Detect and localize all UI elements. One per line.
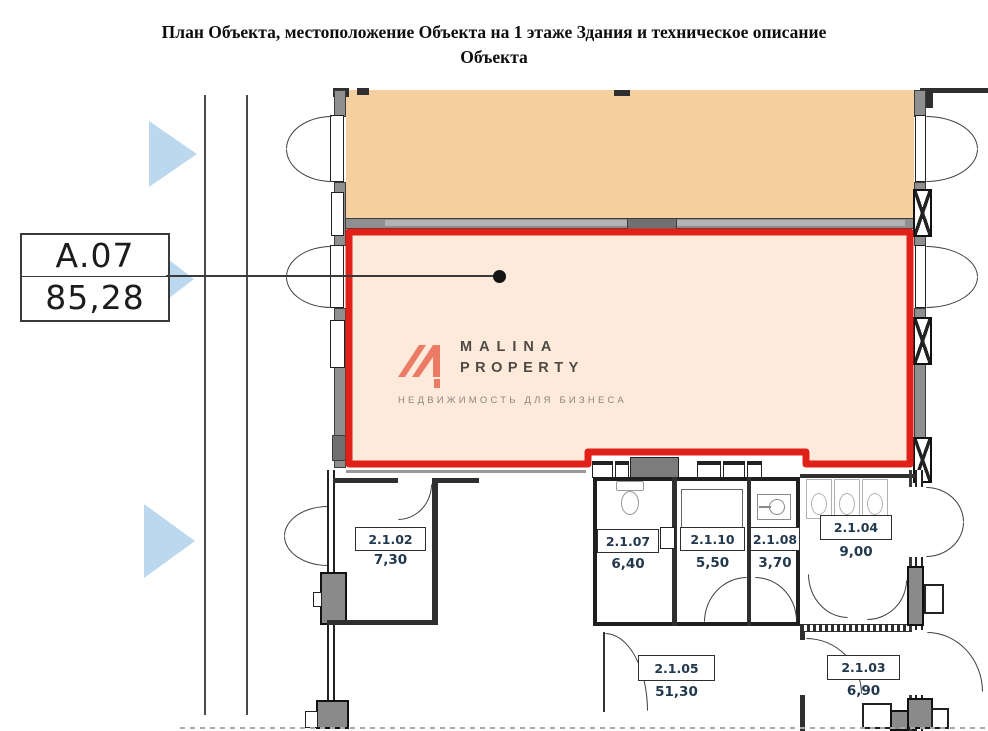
room-label: 2.1.07 — [597, 529, 659, 553]
boundary-line-right — [246, 95, 248, 715]
washbasin-icon — [811, 493, 827, 515]
unit-callout: А.07 85,28 — [20, 233, 170, 322]
drawing-cut-line — [180, 727, 988, 729]
wall — [327, 620, 438, 625]
wall — [747, 477, 751, 626]
column-pier — [320, 572, 347, 625]
column-pier — [913, 317, 932, 365]
callout-divider — [22, 276, 168, 277]
room-area: 5,50 — [695, 555, 730, 571]
wall — [924, 584, 944, 614]
room-id: 2.1.05 — [654, 660, 699, 676]
door-symbol — [660, 527, 675, 549]
wall — [909, 470, 912, 487]
washbasin-icon — [867, 493, 883, 515]
room-label: 2.1.05 — [638, 655, 715, 681]
wall — [800, 695, 805, 731]
unit-code: А.07 — [55, 236, 135, 275]
room-id: 2.1.04 — [833, 520, 879, 535]
door-opening — [915, 245, 926, 308]
sink-icon — [759, 506, 771, 508]
room-label: 2.1.08 — [750, 527, 800, 551]
room-area: 3,70 — [758, 555, 792, 571]
room-id: 2.1.03 — [841, 660, 886, 675]
brand-tagline: НЕДВИЖИМОСТЬ ДЛЯ БИЗНЕСА — [398, 395, 627, 406]
logo-mark-icon — [398, 345, 440, 388]
window — [330, 320, 345, 368]
column-pier — [913, 189, 932, 237]
room-area: 9,00 — [839, 544, 873, 560]
wall — [432, 478, 438, 625]
room-area: 6,40 — [611, 556, 645, 572]
wall — [800, 632, 805, 640]
washbasin-icon — [839, 493, 855, 515]
door-opening — [915, 115, 926, 182]
wall — [800, 474, 915, 478]
wall — [346, 470, 586, 473]
unit-location-dot — [493, 270, 506, 283]
upper-room-fill — [346, 90, 914, 218]
room-label: 2.1.03 — [827, 655, 900, 680]
entrance-arrow-icon — [144, 504, 195, 578]
door-opening — [913, 630, 925, 695]
wall — [313, 592, 322, 607]
room-id: 2.1.08 — [752, 531, 798, 547]
page-title-line2: Объекта — [460, 47, 528, 68]
room-id: 2.1.07 — [605, 533, 651, 549]
wall — [862, 703, 892, 729]
room-label: 2.1.02 — [355, 527, 426, 551]
window — [331, 192, 344, 236]
room-id: 2.1.02 — [368, 531, 413, 547]
wall — [920, 88, 988, 93]
room-area: 7,30 — [373, 552, 408, 568]
wall — [333, 478, 398, 483]
wall — [614, 90, 630, 96]
wc-icon — [621, 491, 639, 515]
room-area: 51,30 — [655, 684, 698, 700]
room-label: 2.1.10 — [680, 527, 745, 551]
brand-name-line1: MALINA — [460, 339, 559, 355]
wc-icon — [616, 481, 644, 491]
room-id: 2.1.10 — [690, 531, 735, 547]
entrance-arrow-icon — [149, 121, 197, 187]
wall — [433, 478, 479, 483]
boundary-line-left — [204, 95, 206, 715]
unit-area: 85,28 — [45, 278, 145, 317]
page-title-line1: План Объекта, местоположение Объекта на … — [161, 22, 827, 42]
door-opening — [913, 487, 925, 557]
room-area: 6,90 — [846, 683, 881, 699]
page-title: План Объекта, местоположение Объекта на … — [0, 20, 988, 71]
brand-name-line2: PROPERTY — [460, 360, 584, 376]
wall — [672, 477, 677, 626]
door-leaf — [603, 632, 605, 712]
column-pier — [907, 566, 924, 626]
leader-line — [166, 275, 498, 277]
watermark-logo: MALINA PROPERTY НЕДВИЖИМОСТЬ ДЛЯ БИЗНЕСА — [398, 337, 627, 406]
wall — [357, 88, 369, 95]
room-label: 2.1.04 — [820, 515, 892, 540]
